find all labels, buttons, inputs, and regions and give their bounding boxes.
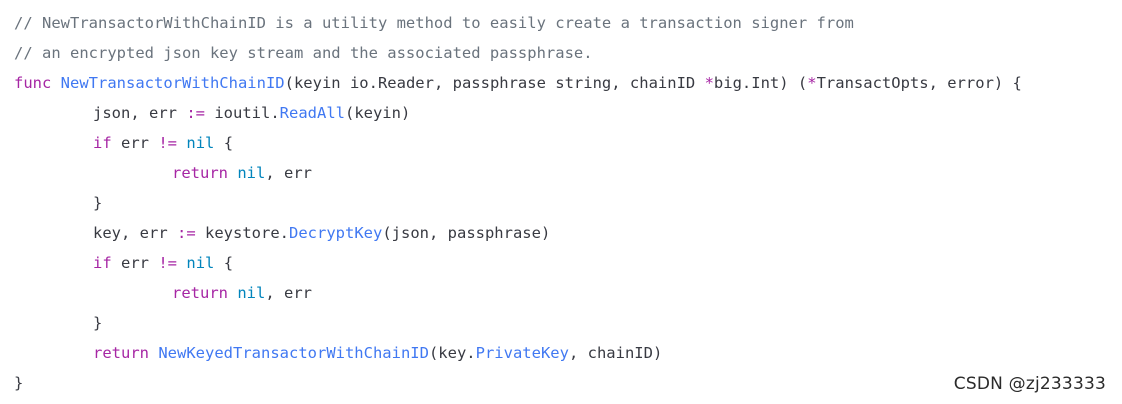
code-token-nil: nil <box>186 134 215 152</box>
code-token-func: NewTransactorWithChainID <box>60 74 285 92</box>
code-line: // an encrypted json key stream and the … <box>14 38 1122 68</box>
code-token-keyword: if <box>93 254 112 272</box>
code-token-plain: , chainID) <box>568 344 663 362</box>
code-token-plain: { <box>214 254 234 272</box>
code-token-keyword: return <box>172 284 228 302</box>
code-token-method: DecryptKey <box>289 224 383 242</box>
code-token-keyword: return <box>172 164 228 182</box>
code-token-plain <box>228 284 237 302</box>
code-token-keyword: func <box>14 74 52 92</box>
code-line: json, err := ioutil.ReadAll(keyin) <box>14 98 1122 128</box>
code-token-plain: json, err <box>93 104 187 122</box>
code-token-plain: TransactOpts, error) { <box>816 74 1022 92</box>
code-token-method: NewKeyedTransactorWithChainID <box>158 344 429 362</box>
code-token-plain: key, err <box>93 224 177 242</box>
code-token-plain <box>228 164 237 182</box>
code-token-keyword: := <box>177 224 196 242</box>
code-line: if err != nil { <box>14 248 1122 278</box>
code-token-keyword: := <box>186 104 205 122</box>
code-token-keyword: * <box>807 74 817 92</box>
code-token-method: ReadAll <box>279 104 345 122</box>
code-token-nil: nil <box>237 284 266 302</box>
code-line: // NewTransactorWithChainID is a utility… <box>14 8 1122 38</box>
code-token-keyword: return <box>93 344 149 362</box>
code-line: return nil, err <box>14 278 1122 308</box>
code-token-keyword: if <box>93 134 112 152</box>
code-token-plain: (keyin) <box>344 104 411 122</box>
code-line: } <box>14 188 1122 218</box>
code-token-plain: } <box>14 374 24 392</box>
code-token-plain: keystore. <box>195 224 289 242</box>
code-line: return nil, err <box>14 158 1122 188</box>
watermark: CSDN @zj233333 <box>953 374 1106 394</box>
code-token-plain <box>177 134 186 152</box>
code-block: // NewTransactorWithChainID is a utility… <box>14 8 1122 398</box>
code-token-plain: , err <box>265 284 313 302</box>
code-token-plain: big.Int) ( <box>713 74 808 92</box>
code-token-plain: (json, passphrase) <box>382 224 551 242</box>
code-token-comment: // NewTransactorWithChainID is a utility… <box>14 14 854 32</box>
code-token-plain <box>177 254 186 272</box>
code-token-nil: nil <box>186 254 215 272</box>
code-token-plain: } <box>93 314 103 332</box>
code-line: func NewTransactorWithChainID(keyin io.R… <box>14 68 1122 98</box>
code-token-plain: } <box>93 194 103 212</box>
code-line: if err != nil { <box>14 128 1122 158</box>
code-line: } <box>14 368 1122 398</box>
code-token-nil: nil <box>237 164 266 182</box>
code-token-plain: err <box>111 134 159 152</box>
code-token-method: PrivateKey <box>475 344 569 362</box>
code-token-plain: (key. <box>428 344 476 362</box>
code-token-plain: (keyin io.Reader, passphrase string, cha… <box>284 74 705 92</box>
code-token-plain: { <box>214 134 234 152</box>
code-token-plain: , err <box>265 164 313 182</box>
code-line: return NewKeyedTransactorWithChainID(key… <box>14 338 1122 368</box>
code-token-keyword: != <box>158 254 178 272</box>
code-content: // NewTransactorWithChainID is a utility… <box>14 8 1122 398</box>
code-token-plain: ioutil. <box>205 104 280 122</box>
code-line: } <box>14 308 1122 338</box>
code-token-plain <box>51 74 60 92</box>
code-token-comment: // an encrypted json key stream and the … <box>14 44 593 62</box>
code-token-plain: err <box>111 254 159 272</box>
code-token-keyword: != <box>158 134 178 152</box>
code-token-keyword: * <box>704 74 714 92</box>
code-token-plain <box>149 344 158 362</box>
code-line: key, err := keystore.DecryptKey(json, pa… <box>14 218 1122 248</box>
